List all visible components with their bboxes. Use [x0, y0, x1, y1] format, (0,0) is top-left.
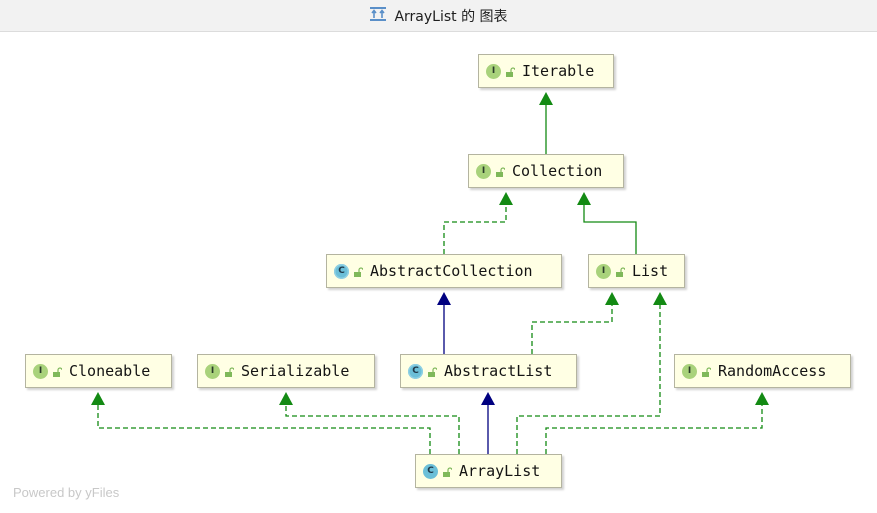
node-label: Cloneable — [69, 362, 151, 380]
node-serializable[interactable]: I Serializable — [197, 354, 375, 388]
node-cloneable[interactable]: I Cloneable — [25, 354, 172, 388]
edge-abstractlist-list — [531, 304, 613, 354]
edge-arraylist-list — [516, 304, 661, 454]
arrowhead — [755, 392, 769, 405]
arrowhead — [499, 192, 513, 205]
unlock-icon — [427, 362, 438, 381]
window-title: ArrayList 的 图表 — [394, 8, 508, 25]
unlock-icon — [505, 62, 516, 81]
edge-arraylist-randomaccess — [545, 404, 763, 454]
unlock-icon — [353, 262, 364, 281]
arrowhead — [577, 192, 591, 205]
node-label: Serializable — [241, 362, 350, 380]
title-bar: ArrayList 的 图表 — [0, 0, 877, 32]
edge-arraylist-serializable — [285, 404, 460, 454]
node-label: List — [632, 262, 669, 280]
node-random-access[interactable]: I RandomAccess — [674, 354, 851, 388]
edge-arraylist-cloneable — [97, 404, 431, 454]
watermark: Powered by yFiles — [13, 485, 120, 500]
interface-badge-icon: I — [33, 363, 48, 379]
node-list[interactable]: I List — [588, 254, 685, 288]
abstract-class-badge-icon: C — [408, 363, 423, 379]
unlock-icon — [442, 462, 453, 481]
arrowhead — [437, 292, 451, 305]
arrowhead — [653, 292, 667, 305]
node-abstract-collection[interactable]: C AbstractCollection — [326, 254, 562, 288]
class-badge-icon: C — [423, 463, 438, 479]
edge-list-collection — [583, 204, 637, 254]
unlock-icon — [615, 262, 626, 281]
abstract-class-badge-icon: C — [334, 263, 349, 279]
edge-abstractcollection-collection — [443, 204, 507, 254]
node-label: RandomAccess — [718, 362, 827, 380]
node-iterable[interactable]: I Iterable — [478, 54, 614, 88]
node-array-list[interactable]: C ArrayList — [415, 454, 562, 488]
interface-badge-icon: I — [486, 63, 501, 79]
node-label: AbstractList — [444, 362, 553, 380]
arrowhead — [539, 92, 553, 105]
arrowhead — [481, 392, 495, 405]
node-label: Collection — [512, 162, 603, 180]
unlock-icon — [52, 362, 63, 381]
diagram-canvas[interactable]: I Iterable I Collection C AbstractCollec… — [0, 32, 877, 513]
node-label: ArrayList — [459, 462, 541, 480]
interface-badge-icon: I — [596, 263, 611, 279]
interface-badge-icon: I — [205, 363, 220, 379]
unlock-icon — [224, 362, 235, 381]
interface-badge-icon: I — [476, 163, 491, 179]
node-collection[interactable]: I Collection — [468, 154, 624, 188]
unlock-icon — [495, 162, 506, 181]
unlock-icon — [701, 362, 712, 381]
node-label: Iterable — [522, 62, 595, 80]
interface-badge-icon: I — [682, 363, 697, 379]
arrowhead — [605, 292, 619, 305]
title-wrap: ArrayList 的 图表 — [0, 0, 877, 31]
node-label: AbstractCollection — [370, 262, 533, 280]
arrowhead — [279, 392, 293, 405]
node-abstract-list[interactable]: C AbstractList — [400, 354, 577, 388]
arrowhead — [91, 392, 105, 405]
diagram-icon — [369, 6, 387, 26]
edge-layer — [91, 92, 769, 454]
